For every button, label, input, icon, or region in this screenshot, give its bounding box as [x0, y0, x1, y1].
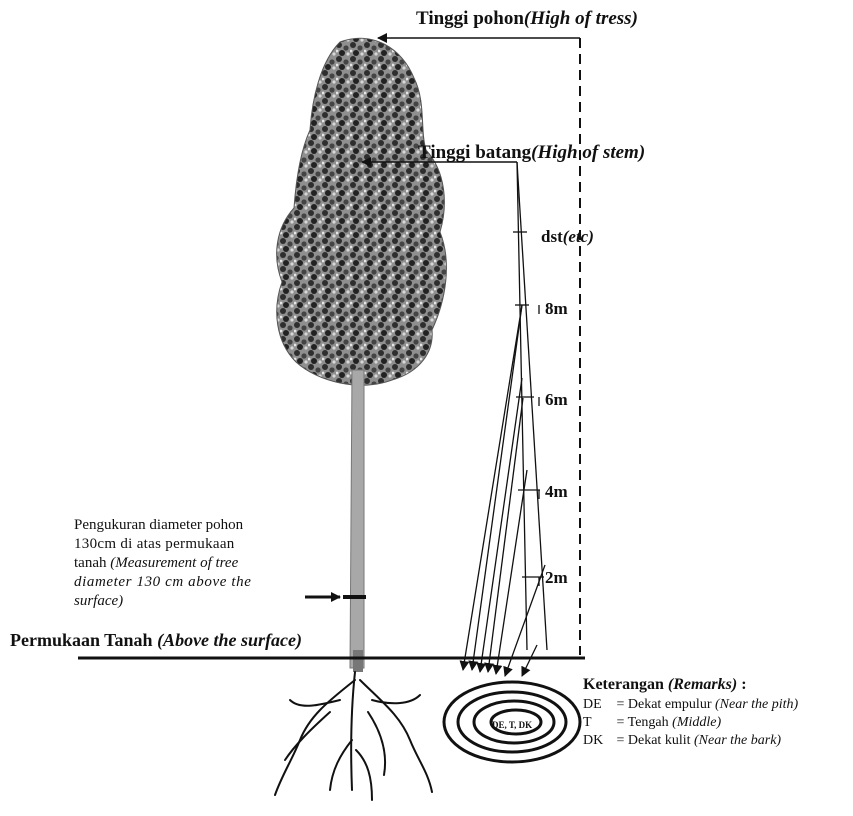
remark-dk-en: (Near the bark) [694, 733, 781, 748]
tree-height-en: (High of tress) [524, 8, 638, 29]
ground-label: Permukaan Tanah (Above the surface) [10, 630, 302, 651]
mark-6m: 6m [545, 390, 568, 410]
remark-de-en: (Near the pith) [715, 697, 798, 712]
remark-de-text: = Dekat empulur [613, 697, 715, 712]
etc-label: dst(etc) [541, 227, 594, 247]
remark-dk: DK = Dekat kulit (Near the bark) [583, 733, 781, 749]
remark-t-text: = Tengah [613, 715, 672, 730]
ring-label: DE, T, DK [492, 720, 532, 730]
remark-de-abbr: DE [583, 697, 613, 713]
measurement-line-5: surface) [74, 592, 289, 611]
remarks-title-main: Keterangan [583, 676, 668, 693]
stem-height-label: Tinggi batang(High of stem) [418, 142, 645, 164]
remark-de: DE = Dekat empulur (Near the pith) [583, 697, 798, 713]
measurement-line-2: 130cm di atas permukaan [74, 535, 289, 554]
remark-t: T = Tengah (Middle) [583, 715, 721, 731]
stem-height-main: Tinggi batang [418, 142, 531, 163]
stem-height-en: (High of stem) [531, 142, 645, 163]
etc-en: (etc) [563, 227, 594, 246]
tree-crown [277, 38, 447, 385]
mark-4m: 4m [545, 482, 568, 502]
mark-2m: 2m [545, 568, 568, 588]
tree-trunk [350, 370, 364, 672]
etc-main: dst [541, 227, 563, 246]
tree-height-main: Tinggi pohon [416, 8, 524, 29]
measurement-line-3-en: (Measurement of tree [110, 555, 238, 571]
measurement-line-4: diameter 130 cm above the [74, 573, 289, 592]
measurement-line-3-main: tanah [74, 555, 110, 571]
remark-dk-abbr: DK [583, 733, 613, 749]
remarks-title-suffix: : [737, 676, 746, 693]
remark-dk-text: = Dekat kulit [613, 733, 694, 748]
mark-8m: 8m [545, 299, 568, 319]
measurement-line-1: Pengukuran diameter pohon [74, 516, 289, 535]
measurement-note: Pengukuran diameter pohon 130cm di atas … [74, 516, 289, 611]
ground-main: Permukaan Tanah [10, 630, 157, 650]
remark-t-en: (Middle) [672, 715, 721, 730]
remarks-title: Keterangan (Remarks) : [583, 676, 747, 694]
tree-height-label: Tinggi pohon(High of tress) [416, 8, 638, 30]
remarks-title-en: (Remarks) [668, 676, 737, 693]
tree-roots [275, 672, 432, 800]
ground-en: (Above the surface) [157, 630, 302, 650]
stem-sample-lines [463, 162, 547, 676]
remark-t-abbr: T [583, 715, 613, 731]
